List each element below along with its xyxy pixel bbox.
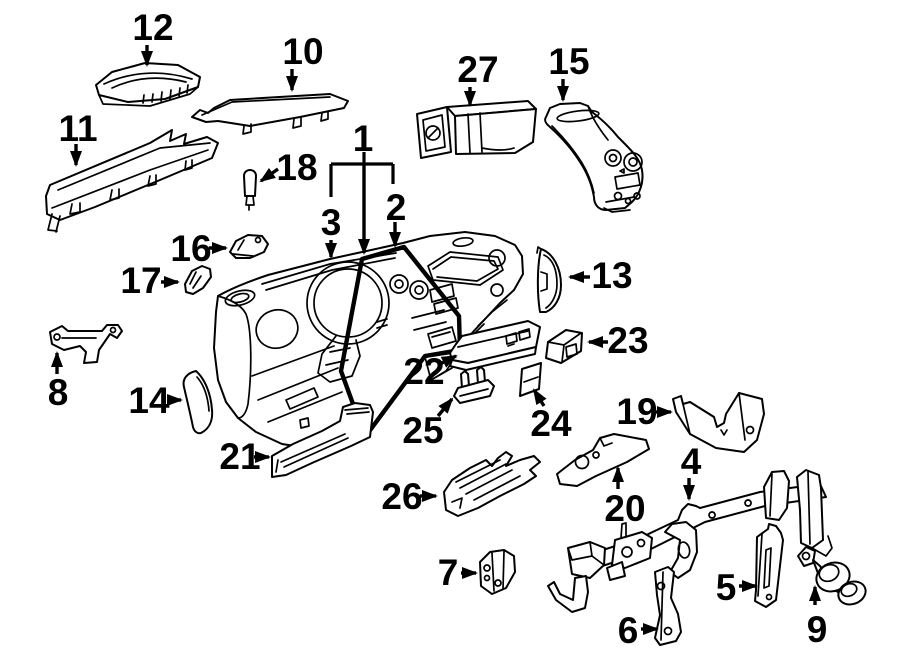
- callout-19-label: 19: [616, 391, 657, 432]
- callout-23: 23: [587, 320, 649, 361]
- part-27-compartment: [416, 100, 537, 159]
- callout-21: 21: [219, 436, 271, 477]
- callout-18-label: 18: [276, 147, 317, 188]
- part-23-bracket-box: [545, 329, 583, 364]
- part-12-defroster-grille: [95, 62, 201, 107]
- part-13-end-cap: [536, 246, 562, 313]
- callout-10: 10: [282, 31, 324, 92]
- callout-22: 22: [403, 351, 458, 392]
- callout-12: 12: [132, 7, 174, 67]
- callout-24-arrow: [532, 388, 547, 407]
- callout-5-label: 5: [716, 567, 737, 608]
- part-16-finish-cap: [229, 234, 269, 259]
- callout-13-label: 13: [591, 255, 632, 296]
- callout-14: 14: [128, 380, 183, 421]
- part-19-reinforcement: [672, 392, 765, 453]
- part-11-trim-panel: [45, 129, 219, 233]
- part-25-clip-bracket: [453, 366, 495, 404]
- callout-8: 8: [48, 351, 69, 413]
- part-18-clip: [243, 169, 257, 211]
- part-5-support-strap: [754, 523, 784, 608]
- part-15-pillar-trim: [544, 102, 644, 213]
- part-26-insulator-panel: [443, 451, 541, 517]
- part-8-bracket: [49, 324, 123, 364]
- callout-1-label: 1: [353, 118, 374, 159]
- callout-1-group: 1: [329, 118, 395, 255]
- callout-11: 11: [58, 108, 98, 167]
- part-20-mounting-bracket: [556, 433, 650, 487]
- part-22-lower-trim: [449, 320, 541, 371]
- callout-18-arrow: [259, 167, 279, 183]
- callout-21-label: 21: [219, 436, 260, 477]
- callouts: 12 10 11 27 15 18 1 3: [48, 7, 828, 651]
- callout-22-label: 22: [403, 351, 444, 392]
- callout-15: 15: [548, 41, 590, 102]
- callout-4: 4: [681, 441, 702, 501]
- part-14-side-shield: [182, 370, 214, 435]
- callout-4-label: 4: [681, 441, 702, 482]
- callout-17: 17: [120, 260, 180, 301]
- part-7-small-bracket: [479, 549, 516, 595]
- callout-3: 3: [321, 202, 342, 259]
- callout-2: 2: [386, 187, 407, 248]
- callout-22-arrow: [437, 354, 458, 368]
- callout-9: 9: [807, 585, 828, 650]
- callout-6-label: 6: [618, 610, 639, 651]
- callout-8-label: 8: [48, 372, 69, 413]
- callout-18: 18: [259, 147, 318, 188]
- callout-13: 13: [568, 255, 633, 296]
- callout-16: 16: [170, 228, 228, 269]
- callout-25-label: 25: [402, 410, 443, 451]
- callout-20: 20: [604, 466, 646, 529]
- callout-17-label: 17: [120, 260, 161, 301]
- callout-11-label: 11: [58, 108, 97, 149]
- callout-7-label: 7: [438, 552, 459, 593]
- callout-14-label: 14: [128, 380, 170, 421]
- part-10-upper-trim-panel: [191, 93, 349, 135]
- callout-24-label: 24: [530, 403, 572, 444]
- callout-20-label: 20: [604, 488, 645, 529]
- part-4-cross-car-beam: [547, 469, 833, 613]
- callout-9-label: 9: [807, 609, 828, 650]
- part-21-under-dash-panel: [271, 402, 374, 478]
- callout-16-label: 16: [170, 228, 211, 269]
- callout-23-label: 23: [607, 320, 648, 361]
- callout-27: 27: [457, 49, 499, 107]
- callout-5: 5: [716, 567, 758, 608]
- callout-25: 25: [402, 397, 454, 451]
- part-6-support-bracket: [654, 566, 682, 646]
- callout-15-label: 15: [548, 41, 589, 82]
- callout-19: 19: [616, 391, 673, 432]
- callout-25-arrow: [436, 397, 454, 418]
- part-9-sensor-module: [797, 546, 867, 606]
- callout-26-label: 26: [381, 476, 422, 517]
- callout-3-label: 3: [321, 202, 342, 243]
- callout-10-label: 10: [282, 31, 323, 72]
- part-24-shim-plate: [519, 362, 542, 397]
- callout-7: 7: [438, 552, 478, 593]
- callout-6: 6: [618, 610, 659, 651]
- callout-27-label: 27: [457, 49, 498, 90]
- part-17-finish-cap: [184, 265, 212, 295]
- callout-26: 26: [381, 476, 438, 517]
- part-instrument-panel-body: [213, 231, 524, 449]
- callout-24: 24: [530, 388, 572, 444]
- callout-1-bracket: [329, 152, 395, 197]
- callout-2-label: 2: [386, 187, 407, 228]
- callout-12-label: 12: [132, 7, 173, 48]
